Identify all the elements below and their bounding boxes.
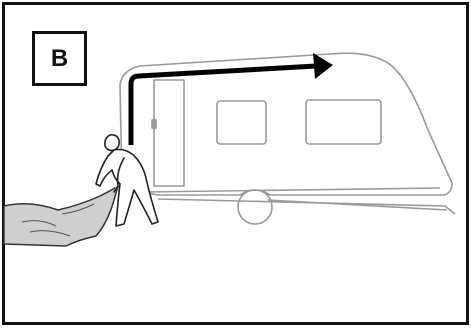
caravan-icon <box>119 52 456 225</box>
person-pulling-cover-icon <box>95 134 159 227</box>
caravan-door <box>153 79 185 187</box>
caravan-wheel <box>237 189 273 225</box>
caravan-cover-icon <box>3 185 119 247</box>
caravan-window-right <box>305 99 382 145</box>
door-handle <box>151 119 157 129</box>
arrow-icon <box>128 53 333 145</box>
caravan-window-left <box>216 100 267 145</box>
step-label: B <box>32 31 87 86</box>
panel-border <box>2 2 469 325</box>
